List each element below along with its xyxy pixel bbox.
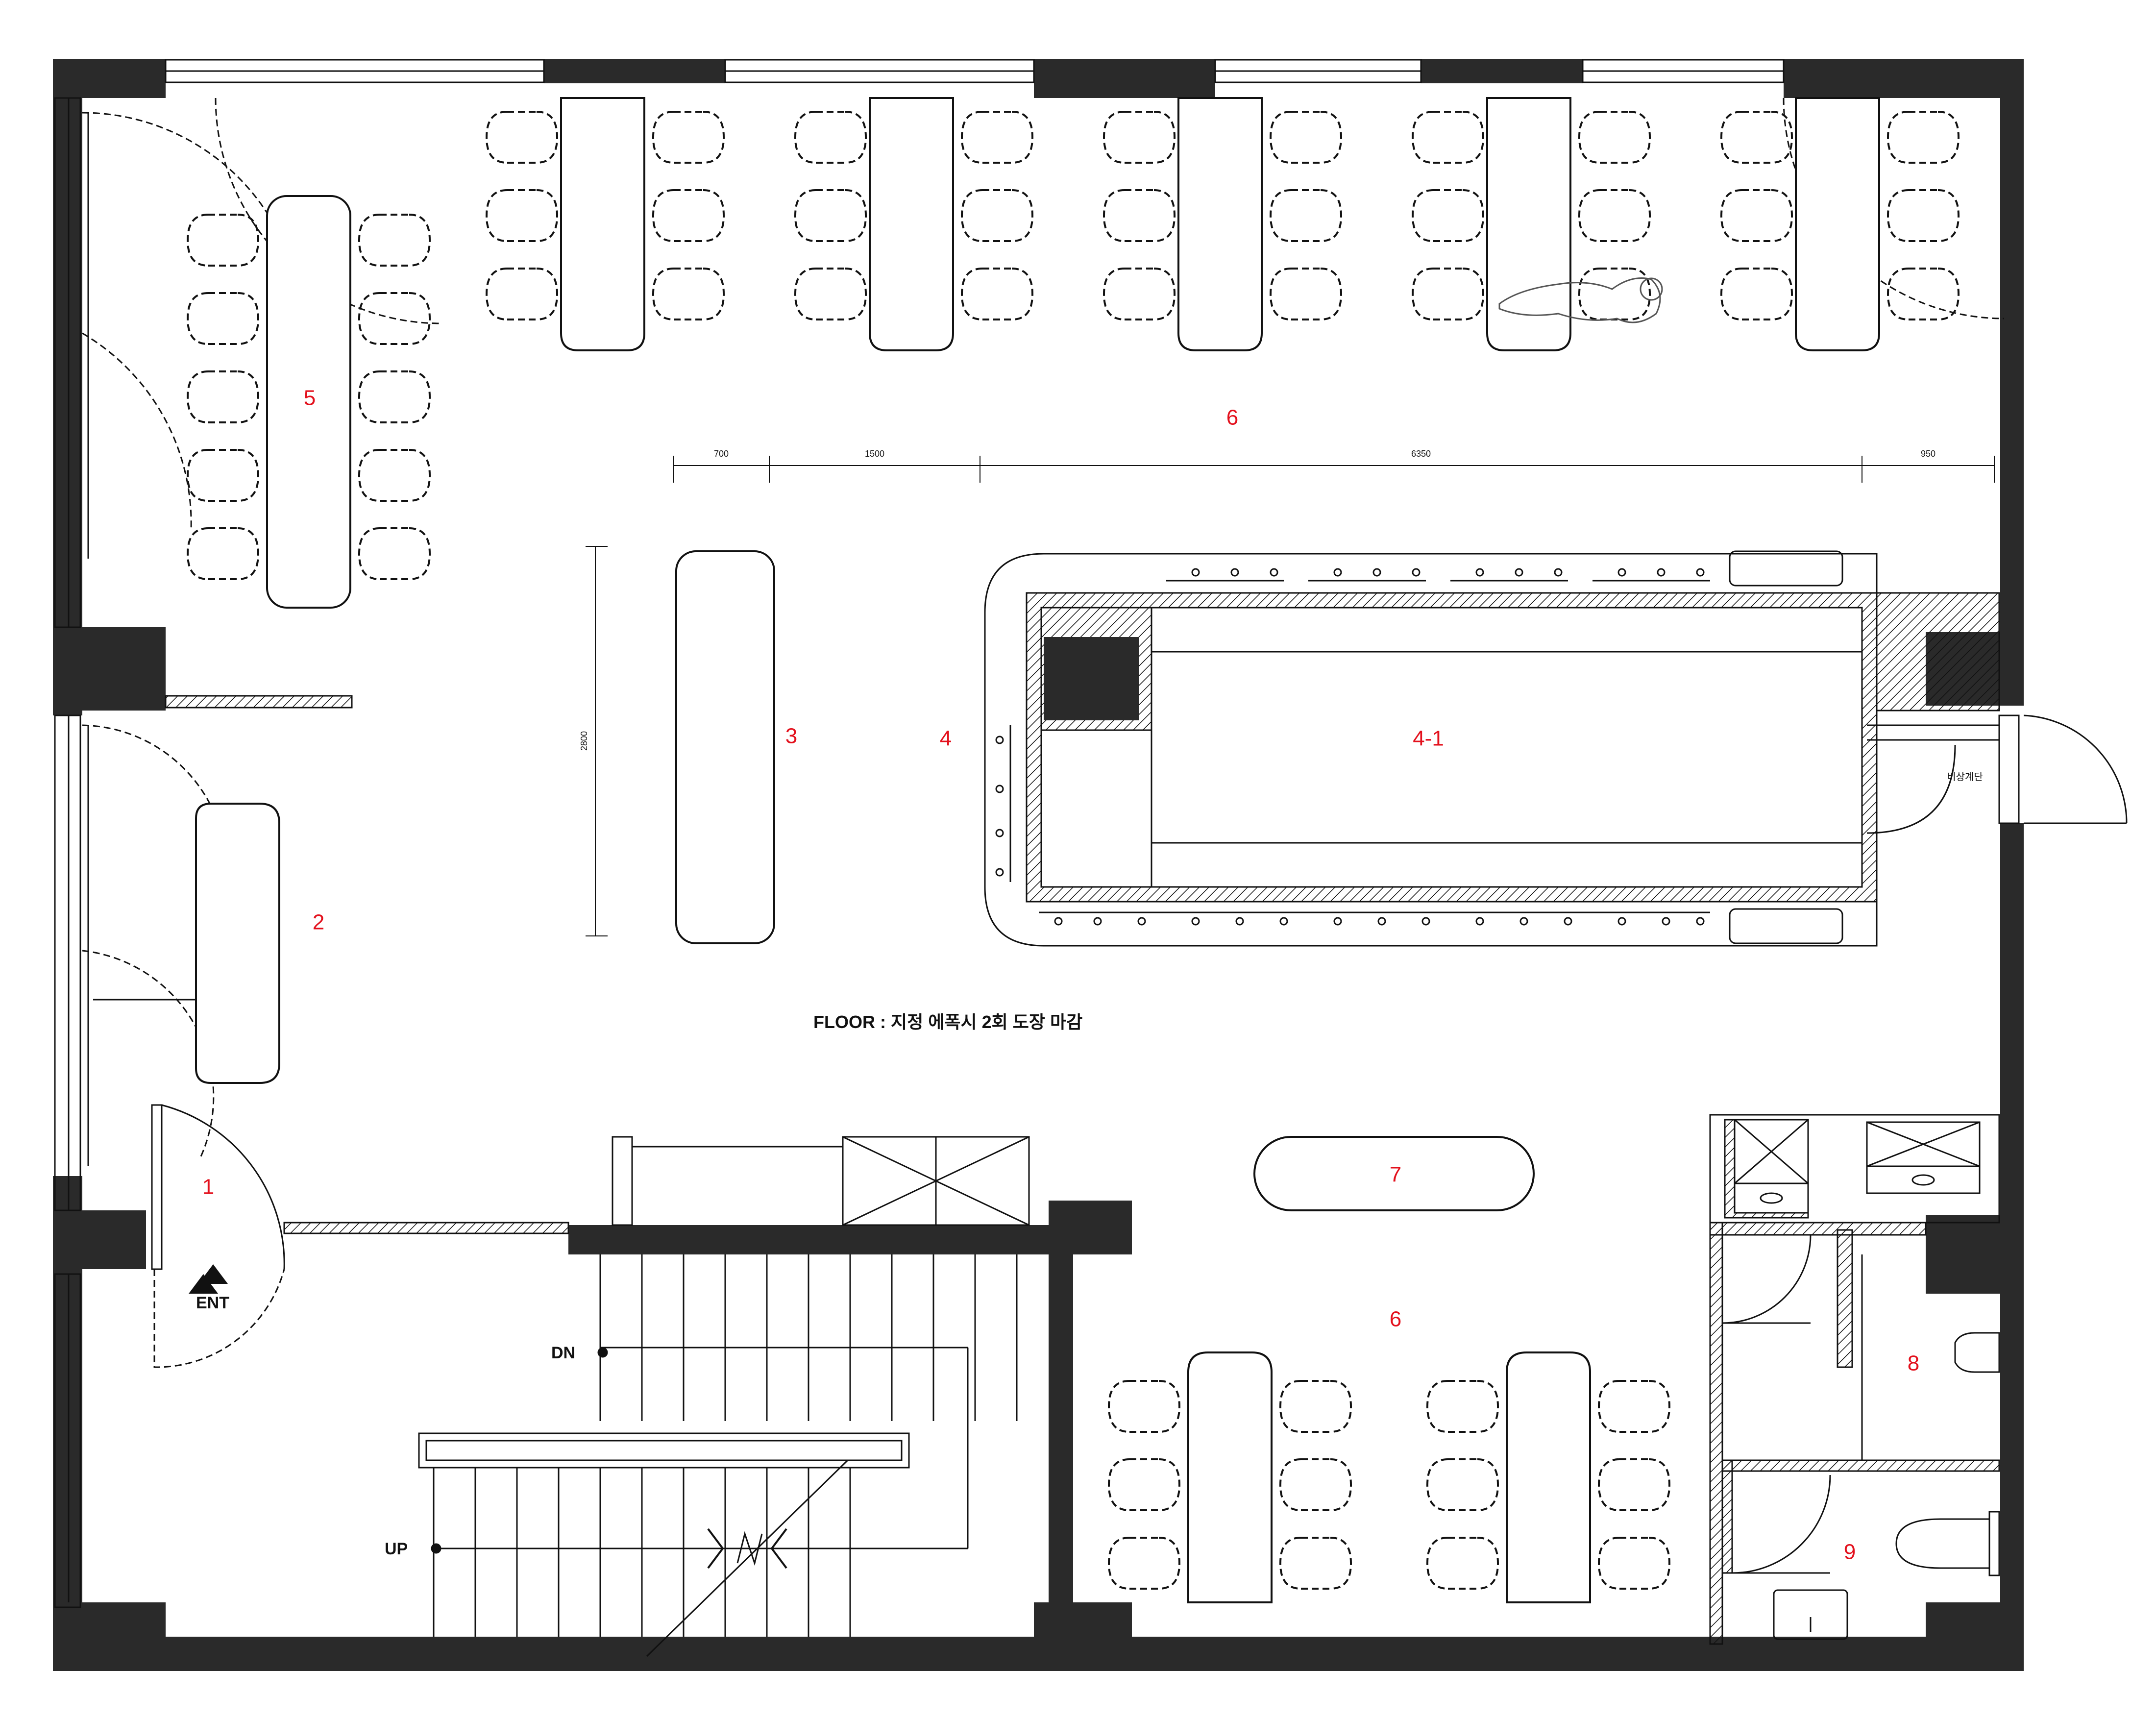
floor-finish-note: FLOOR : 지정 에폭시 2회 도장 마감 bbox=[813, 1012, 1082, 1032]
dim-950: 950 bbox=[1921, 449, 1936, 459]
label-room-4: 4 bbox=[940, 727, 952, 751]
counter-stools-bottom bbox=[1039, 908, 1843, 944]
top-windows bbox=[165, 59, 1785, 83]
top-dining-tables bbox=[486, 97, 1960, 351]
bottom-dining-tables bbox=[1108, 1351, 1670, 1603]
label-room-6-bottom: 6 bbox=[1390, 1307, 1401, 1331]
bottom-table-set-1 bbox=[1108, 1351, 1352, 1603]
dimension-lines bbox=[586, 456, 1995, 936]
label-room-5: 5 bbox=[304, 386, 316, 410]
table-7 bbox=[1253, 1136, 1535, 1211]
label-room-3: 3 bbox=[785, 724, 797, 748]
counter-stools-top bbox=[1166, 550, 1843, 587]
dim-6350: 6350 bbox=[1411, 449, 1431, 459]
dim-1500: 1500 bbox=[865, 449, 884, 459]
stair-treads-upper bbox=[599, 1254, 1018, 1421]
table-set-2 bbox=[794, 97, 1033, 351]
staircase bbox=[418, 1136, 1030, 1657]
label-room-7: 7 bbox=[1390, 1163, 1401, 1187]
emergency-exit-door bbox=[1866, 714, 2128, 834]
table-set-1 bbox=[486, 97, 725, 351]
column-right-lower bbox=[1926, 1215, 2024, 1294]
table-set-3 bbox=[1103, 97, 1342, 351]
bottom-table-set-2 bbox=[1426, 1351, 1670, 1603]
table-3 bbox=[675, 550, 775, 944]
column-bottom-right bbox=[1926, 1602, 2024, 1671]
stair-treads-lower bbox=[433, 1468, 851, 1637]
table-set-4 bbox=[1412, 97, 1651, 351]
lounge-table-2 bbox=[93, 803, 280, 1084]
label-room-8: 8 bbox=[1908, 1351, 1919, 1375]
room-labels: 5 6 3 4 4-1 2 1 7 6 8 9 bbox=[202, 386, 1919, 1564]
stair-wall-right bbox=[1049, 1225, 1073, 1646]
label-room-9: 9 bbox=[1844, 1540, 1856, 1564]
person-figure bbox=[1498, 277, 1663, 323]
counter-4 bbox=[984, 550, 2000, 947]
dimension-labels: 700 1500 6350 950 2800 bbox=[579, 449, 1936, 751]
emergency-stair-label: 비상계단 bbox=[1947, 771, 1983, 783]
long-table-5 bbox=[187, 195, 431, 609]
notes: FLOOR : 지정 에폭시 2회 도장 마감 ENT DN UP 비상계단 bbox=[196, 771, 1983, 1558]
dim-2800: 2800 bbox=[579, 731, 589, 751]
label-room-1: 1 bbox=[202, 1175, 214, 1199]
stair-down-label: DN bbox=[551, 1344, 575, 1362]
stair-wall-top bbox=[568, 1225, 1058, 1254]
wall-top-right-corner bbox=[1784, 59, 2024, 98]
wall-top-pier-3 bbox=[1421, 59, 1583, 83]
column-left-mid bbox=[53, 627, 166, 711]
label-room-6-top: 6 bbox=[1226, 406, 1238, 430]
wall-right bbox=[2000, 59, 2024, 701]
wall-top-pier-2 bbox=[1034, 59, 1215, 98]
table-set-5 bbox=[1720, 97, 1960, 351]
entrance-door bbox=[151, 1104, 285, 1368]
dim-700: 700 bbox=[714, 449, 729, 459]
label-room-4-1: 4-1 bbox=[1413, 727, 1444, 751]
left-windows bbox=[54, 97, 81, 1608]
partitions bbox=[165, 695, 569, 1234]
column-left-lower bbox=[53, 1210, 146, 1269]
outer-walls bbox=[53, 59, 2024, 1671]
label-room-2: 2 bbox=[313, 910, 324, 934]
column-bottom-left bbox=[53, 1602, 166, 1671]
stair-up-label: UP bbox=[385, 1540, 408, 1558]
wall-top-pier-1 bbox=[544, 59, 725, 83]
wall-left-top bbox=[53, 59, 82, 715]
counter-stools-left bbox=[995, 725, 1011, 882]
entrance-label: ENT bbox=[196, 1294, 229, 1312]
restrooms bbox=[1709, 1114, 2000, 1645]
